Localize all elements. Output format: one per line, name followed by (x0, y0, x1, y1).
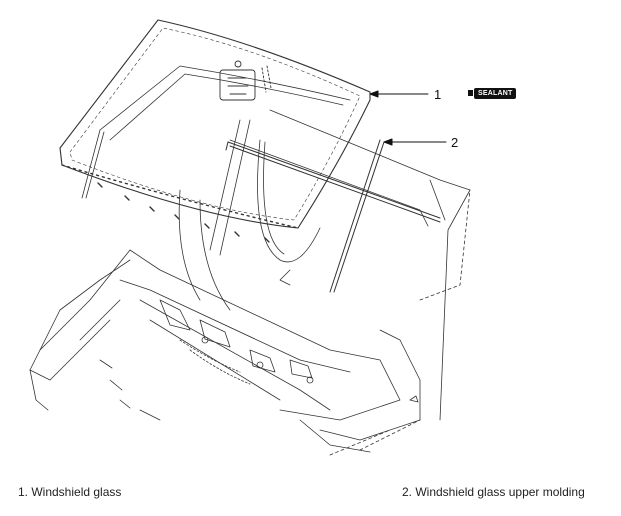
callout-number-1: 1 (434, 87, 442, 102)
mirror-bracket (219, 60, 272, 101)
sealant-badge: SEALANT (468, 87, 517, 99)
callout-number-2: 2 (451, 135, 459, 150)
vehicle-body-frame (29, 109, 471, 456)
caption-upper-molding: 2. Windshield glass upper molding (402, 485, 585, 499)
sealant-label: SEALANT (474, 87, 517, 99)
windshield-upper-molding (225, 139, 441, 293)
windshield-exploded-diagram (29, 19, 471, 456)
caption-windshield-glass: 1. Windshield glass (18, 485, 122, 499)
leader-lines (369, 90, 447, 146)
windshield-glass (59, 19, 371, 243)
sealant-tube-icon (468, 90, 473, 96)
